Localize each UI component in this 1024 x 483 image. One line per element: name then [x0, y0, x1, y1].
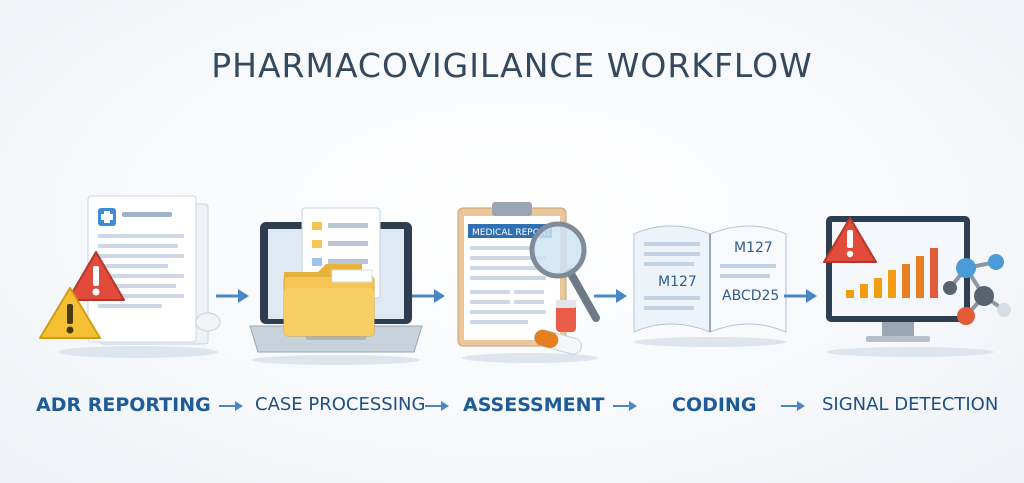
step-label-signal-detection: SIGNAL DETECTION: [822, 394, 999, 415]
step-arrow-1: [214, 286, 250, 310]
page-title: PHARMACOVIGILANCE WORKFLOW: [211, 46, 813, 85]
step-label-adr-reporting: ADR REPORTING: [36, 394, 211, 416]
flow-arrow-3: [612, 398, 638, 417]
step-arrow-4: [782, 286, 818, 310]
clipboard-magnifier-icon: MEDICAL REPORT: [457, 202, 600, 363]
open-book-icon: M127 M127 ABCD25: [633, 225, 787, 347]
flow-arrow-2: [424, 398, 450, 417]
flow-arrow-4: [780, 398, 806, 417]
warning-document-icon: [39, 195, 221, 358]
flow-arrow-1: [218, 398, 244, 417]
assessment-illustration: MEDICAL REPORT: [450, 192, 600, 367]
monitor-chart-icon: [823, 216, 1011, 357]
book-code-left: M127: [658, 274, 697, 290]
book-code-right: M127: [734, 240, 773, 256]
medical-report-text: MEDICAL REPORT: [472, 228, 551, 238]
step-label-coding: CODING: [672, 394, 757, 416]
signal-detection-illustration: [820, 192, 1012, 367]
step-label-assessment: ASSESSMENT: [463, 394, 605, 416]
laptop-folder-icon: [249, 207, 423, 365]
case-processing-illustration: [246, 192, 426, 367]
step-arrow-3: [592, 286, 628, 310]
book-code-bottom: ABCD25: [722, 288, 779, 304]
coding-illustration: M127 M127 ABCD25: [630, 192, 790, 367]
step-label-case-processing: CASE PROCESSING: [255, 394, 426, 415]
adr-reporting-illustration: [38, 192, 228, 362]
step-arrow-2: [410, 286, 446, 310]
